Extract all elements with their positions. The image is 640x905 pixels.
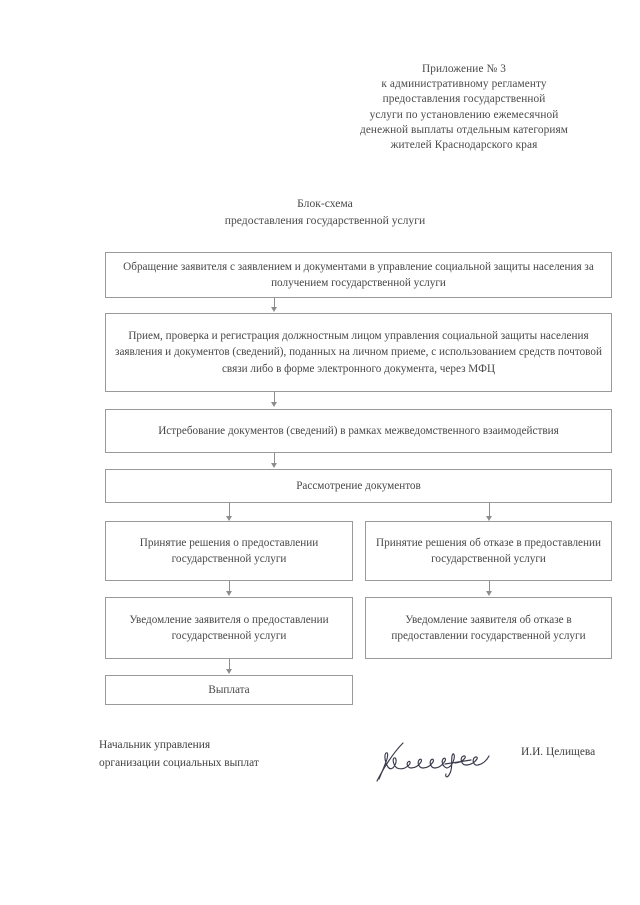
flow-box-notify-refuse-text: Уведомление заявителя об отказе в предос… [391, 613, 586, 642]
arrowhead-notify-refuse [486, 591, 492, 596]
connector-review-to-decision-grant [229, 503, 230, 517]
connector-notify-grant-to-payment [229, 659, 230, 670]
header-line-4: услуги по установлению ежемесячной [369, 108, 559, 121]
header-line-3: предоставления государственной [382, 93, 546, 106]
signatory-name: И.И. Целищева [521, 746, 596, 758]
signatory-role-line-1: Начальник управления [99, 739, 211, 751]
flow-box-payment-text: Выплата [208, 683, 250, 696]
appendix-header: Приложение № 3 к административному регла… [330, 62, 598, 153]
header-line-5: денежной выплаты отдельным категориям [359, 123, 569, 136]
flow-box-notify-grant: Уведомление заявителя о предоставлении г… [105, 597, 353, 659]
flow-box-payment: Выплата [105, 675, 353, 705]
flow-box-interagency-text: Истребование документов (сведений) в рам… [158, 424, 559, 437]
signatory-role: Начальник управления организации социаль… [99, 737, 259, 772]
arrowhead-decision-refuse [486, 516, 492, 521]
connector-review-to-decision-refuse [489, 503, 490, 517]
arrowhead-decision-grant [226, 516, 232, 521]
signatory-role-line-2: организации социальных выплат [99, 756, 259, 769]
flow-box-decision-refuse: Принятие решения об отказе в предоставле… [365, 521, 612, 581]
flow-box-registration-text: Прием, проверка и регистрация должностны… [115, 329, 602, 375]
connector-application-to-registration [274, 298, 275, 308]
connector-registration-to-interagency [274, 392, 275, 403]
connector-interagency-to-review [274, 453, 275, 464]
connector-decision-grant-to-notify-grant [229, 581, 230, 592]
flow-box-application: Обращение заявителя с заявлением и докум… [105, 252, 612, 298]
connector-decision-refuse-to-notify-refuse [489, 581, 490, 592]
header-line-2: к административному регламенту [381, 78, 547, 91]
flow-box-review: Рассмотрение документов [105, 469, 612, 503]
page-title-line-1: Блок-схема [297, 197, 353, 210]
flow-box-notify-grant-text: Уведомление заявителя о предоставлении г… [129, 613, 329, 642]
arrowhead-notify-grant [226, 591, 232, 596]
flow-box-decision-grant-text: Принятие решения о предоставлении госуда… [139, 536, 319, 565]
page-title-line-2: предоставления государственной услуги [224, 214, 426, 227]
flow-box-registration: Прием, проверка и регистрация должностны… [105, 313, 612, 392]
arrowhead-registration [271, 307, 277, 312]
arrowhead-payment [226, 669, 232, 674]
arrowhead-interagency [271, 402, 277, 407]
flow-box-notify-refuse: Уведомление заявителя об отказе в предос… [365, 597, 612, 659]
header-line-6: жителей Краснодарского края [390, 139, 538, 152]
handwritten-signature [376, 742, 490, 782]
header-line-1: Приложение № 3 [421, 63, 507, 75]
flow-box-application-text: Обращение заявителя с заявлением и докум… [123, 260, 594, 289]
arrowhead-review [271, 463, 277, 468]
page-title: Блок-схема предоставления государственно… [105, 195, 545, 229]
flow-box-review-text: Рассмотрение документов [296, 479, 421, 492]
flow-box-decision-refuse-text: Принятие решения об отказе в предоставле… [376, 536, 601, 565]
flow-box-decision-grant: Принятие решения о предоставлении госуда… [105, 521, 353, 581]
flow-box-interagency: Истребование документов (сведений) в рам… [105, 409, 612, 453]
